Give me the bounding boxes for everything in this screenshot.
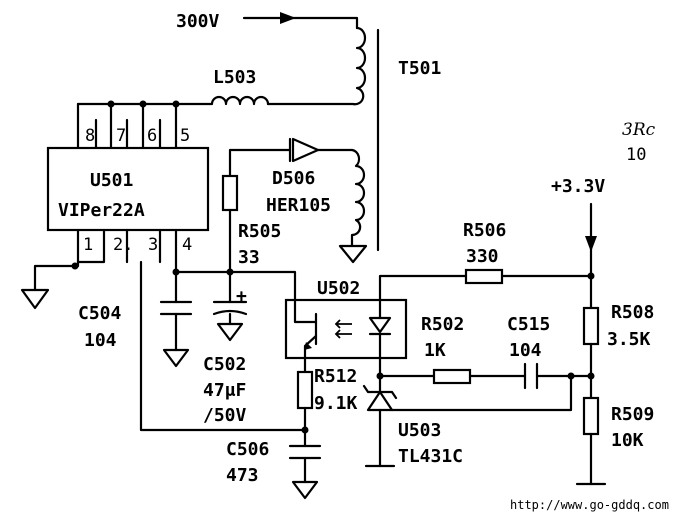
- u501-pin-2: 2.: [113, 235, 133, 255]
- r512-value: 9.1K: [314, 393, 358, 414]
- r509-resistor: [575, 396, 607, 486]
- u503-part: TL431C: [398, 446, 463, 467]
- r508-resistor: [582, 274, 600, 400]
- c515-value: 104: [509, 340, 542, 361]
- r502-value: 1K: [424, 340, 446, 361]
- c502-capacitor: [212, 270, 248, 342]
- c502-value: 47μF: [203, 380, 246, 401]
- t501-primary-coil: [266, 26, 367, 106]
- rail-arrow: [585, 202, 597, 278]
- input-wire: [242, 12, 359, 30]
- u501-pin-8: 8: [85, 126, 95, 146]
- u501-part: VIPer22A: [58, 200, 145, 221]
- t501-aux-coil: [350, 148, 366, 247]
- d506-part: HER105: [266, 195, 331, 216]
- r509-value: 10K: [611, 430, 644, 451]
- u502-ref: U502: [317, 278, 360, 299]
- c502-voltage: /50V: [203, 405, 247, 426]
- rail-label: +3.3V: [551, 176, 605, 197]
- u501-pin-7: 7: [116, 126, 126, 146]
- c502-ref: C502: [203, 354, 246, 375]
- u501-pin-1: 1: [83, 235, 93, 255]
- corner-note-line1: 3Rc: [622, 120, 656, 140]
- r506-ref: R506: [463, 220, 506, 241]
- l503-inductor: [174, 95, 270, 106]
- feedback-network: [378, 362, 593, 412]
- u501-pin-4: 4: [182, 235, 192, 255]
- c506-value: 473: [226, 465, 259, 486]
- c504-capacitor: [159, 270, 193, 368]
- u501-pin-5: 5: [180, 126, 190, 146]
- pin3-wire: [139, 260, 307, 432]
- aux-ground: [338, 244, 368, 264]
- watermark-url: http://www.go-gddq.com: [510, 498, 669, 512]
- u503-tl431: [362, 368, 398, 468]
- c502-polarity: +: [236, 286, 247, 307]
- u501-pin-6: 6: [147, 126, 157, 146]
- r509-ref: R509: [611, 404, 654, 425]
- r506-value: 330: [466, 246, 499, 267]
- transformer-label: T501: [398, 58, 441, 79]
- input-voltage-label: 300V: [176, 11, 220, 32]
- u502-optocoupler: [284, 298, 408, 372]
- r505-value: 33: [238, 247, 260, 268]
- corner-note-line2: 10: [626, 145, 646, 165]
- inductor-label: L503: [213, 67, 256, 88]
- u501-ref: U501: [90, 170, 133, 191]
- r505-ref: R505: [238, 221, 281, 242]
- d506-ref: D506: [272, 168, 315, 189]
- r505-resistor: [221, 174, 239, 274]
- u503-ref: U503: [398, 420, 441, 441]
- u501-ic: [46, 100, 210, 264]
- r508-ref: R508: [611, 302, 654, 323]
- u501-ground: [20, 260, 80, 310]
- r512-ref: R512: [314, 366, 357, 387]
- r508-value: 3.5K: [607, 329, 651, 350]
- c504-ref: C504: [78, 303, 122, 324]
- c504-value: 104: [84, 330, 117, 351]
- c506-capacitor: [288, 436, 322, 500]
- c506-ref: C506: [226, 439, 269, 460]
- r502-ref: R502: [421, 314, 464, 335]
- d506-diode: [228, 137, 320, 178]
- u501-pin-3: 3: [148, 235, 158, 255]
- r506-resistor: [464, 268, 593, 285]
- c515-ref: C515: [507, 314, 550, 335]
